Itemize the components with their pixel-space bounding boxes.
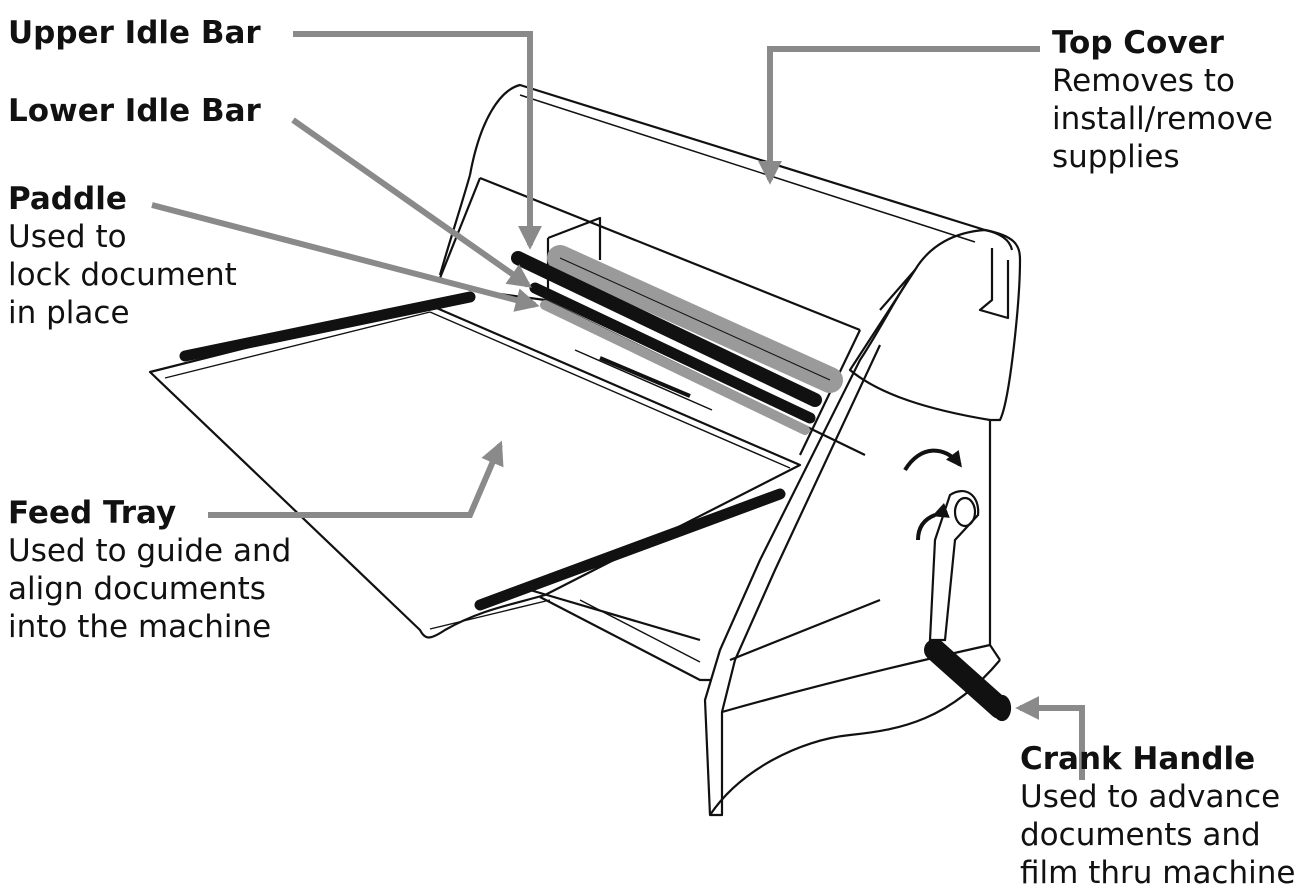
label-feed-tray: Feed Tray Used to guide and align docume… xyxy=(8,494,291,646)
leader-upper-idle-bar xyxy=(293,31,542,250)
feed-tray-description: Used to guide and align documents into t… xyxy=(8,533,292,645)
leader-feed-tray xyxy=(208,440,504,518)
label-crank-handle: Crank Handle Used to advance documents a… xyxy=(1020,740,1295,892)
tray-rail-bottom xyxy=(474,488,786,611)
leader-crank-handle xyxy=(1015,696,1085,780)
lower-body xyxy=(988,420,1001,661)
machine-body xyxy=(148,83,1022,817)
crank-handle-description: Used to advance documents and film thru … xyxy=(1020,779,1296,891)
top-cover-shape xyxy=(468,83,1014,251)
leader-lower-idle-bar xyxy=(291,117,532,288)
upper-idle-bar-title: Upper Idle Bar xyxy=(8,15,261,51)
upper-idle-bar-shape xyxy=(511,251,822,407)
top-cover-title: Top Cover xyxy=(1052,25,1224,61)
leader-paddle xyxy=(151,202,540,312)
top-cover-description: Removes to install/remove supplies xyxy=(1052,63,1273,175)
lower-idle-bar-title: Lower Idle Bar xyxy=(8,93,261,129)
feed-tray-title: Feed Tray xyxy=(8,495,177,531)
label-lower-idle-bar: Lower Idle Bar xyxy=(8,92,261,130)
crank-assembly xyxy=(903,448,1012,722)
label-top-cover: Top Cover Removes to install/remove supp… xyxy=(1052,24,1273,176)
front-frame xyxy=(703,269,916,817)
crank-grip-shape xyxy=(924,639,1011,719)
rollers xyxy=(179,245,843,611)
side-panel xyxy=(848,228,1022,422)
label-paddle: Paddle Used to lock document in place xyxy=(8,180,237,332)
lower-idle-bar-shape xyxy=(529,282,816,424)
leader-top-cover xyxy=(758,46,1040,185)
crank-handle-title: Crank Handle xyxy=(1020,741,1256,777)
leader-lines xyxy=(151,31,1085,780)
paddle-description: Used to lock document in place xyxy=(8,219,237,331)
tray-rail-top xyxy=(179,291,476,362)
label-upper-idle-bar: Upper Idle Bar xyxy=(8,14,261,52)
paddle-title: Paddle xyxy=(8,181,127,217)
